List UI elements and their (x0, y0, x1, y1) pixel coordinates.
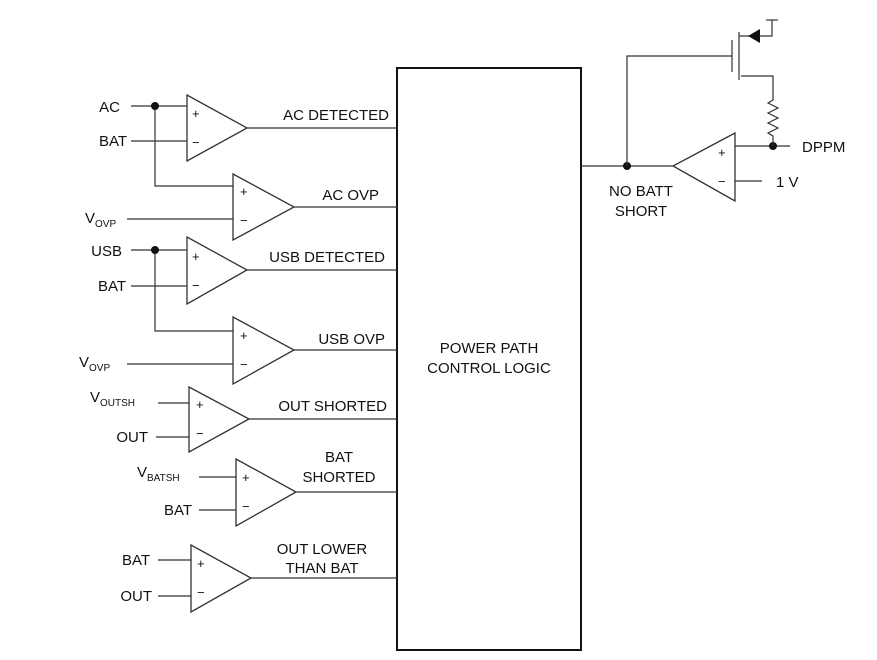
comparator-out-shorted-symbol (188, 385, 251, 454)
comparator-out-lower-than-bat: + − BAT OUT OUT LOWER THAN BAT (120, 541, 397, 614)
comparator-bat-shorted: + − VBATSH BAT BAT SHORTED (137, 449, 397, 528)
label-bat-input: BAT (98, 278, 126, 295)
plus-sign: + (240, 184, 248, 199)
minus-sign: − (192, 278, 200, 293)
comparator-bat-shorted-symbol (235, 457, 298, 528)
label-no-batt-short-line2: SHORT (615, 203, 667, 220)
plus-sign: + (192, 249, 200, 264)
label-usb-ovp-output: USB OVP (318, 331, 385, 348)
label-bat-shorted-output-line1: BAT (325, 449, 353, 466)
plus-sign: + (242, 470, 250, 485)
comparator-ac-ovp: + − VOVP AC OVP (85, 172, 397, 242)
label-bat-input: BAT (99, 133, 127, 150)
minus-sign: − (196, 426, 204, 441)
label-vbatsh-input: VBATSH (137, 464, 180, 484)
comparator-usb-detected: + − USB BAT USB DETECTED (91, 235, 397, 332)
wire-gate-drive (626, 55, 732, 166)
label-out-shorted-output: OUT SHORTED (278, 398, 387, 415)
label-out-input: OUT (116, 429, 148, 446)
comparator-ac-detected-symbol (186, 93, 249, 163)
label-usb-input: USB (91, 243, 122, 260)
comparator-usb-detected-symbol (186, 235, 249, 306)
minus-sign: − (197, 585, 205, 600)
label-ac-ovp-output: AC OVP (322, 187, 379, 204)
label-out-lower-output-line2: THAN BAT (285, 560, 358, 577)
dppm-section: + − NO BATT SHORT DPPM 1 V (581, 19, 845, 220)
label-bat-shorted-output-line2: SHORTED (302, 469, 375, 486)
plus-sign: + (240, 328, 248, 343)
minus-sign: − (242, 499, 250, 514)
plus-sign: + (718, 145, 726, 160)
junction-dot (151, 102, 159, 110)
plus-sign: + (197, 556, 205, 571)
label-usb-detected-output: USB DETECTED (269, 249, 385, 266)
comparator-out-shorted: + − VOUTSH OUT OUT SHORTED (90, 385, 397, 454)
logic-block-label-line2: CONTROL LOGIC (427, 360, 551, 377)
comparator-out-lower-than-bat-symbol (190, 543, 253, 614)
label-out-input: OUT (120, 588, 152, 605)
label-vovp-input: VOVP (85, 210, 116, 230)
plus-sign: + (192, 106, 200, 121)
logic-block-label-line1: POWER PATH (440, 340, 539, 357)
power-path-control-logic-block (396, 67, 582, 651)
comparator-ac-ovp-symbol (232, 172, 296, 242)
mosfet-arrow-icon (748, 29, 760, 43)
label-bat-input: BAT (122, 552, 150, 569)
minus-sign: − (718, 174, 726, 189)
comparator-dppm-symbol (671, 131, 736, 203)
comparator-ac-detected: + − AC BAT AC DETECTED (99, 93, 397, 187)
label-ac-detected-output: AC DETECTED (283, 107, 389, 124)
comparator-usb-ovp: + − VOVP USB OVP (79, 315, 397, 386)
junction-dot (151, 246, 159, 254)
label-bat-input: BAT (164, 502, 192, 519)
minus-sign: − (240, 213, 248, 228)
plus-sign: + (196, 397, 204, 412)
minus-sign: − (192, 135, 200, 150)
label-dppm: DPPM (802, 139, 845, 156)
label-1v-reference: 1 V (776, 174, 799, 191)
label-no-batt-short-line1: NO BATT (609, 183, 673, 200)
comparator-usb-ovp-symbol (232, 315, 296, 386)
label-voutsh-input: VOUTSH (90, 389, 135, 409)
label-vovp-input: VOVP (79, 354, 110, 374)
label-ac-input: AC (99, 99, 120, 116)
minus-sign: − (240, 357, 248, 372)
resistor-symbol (741, 75, 780, 146)
label-out-lower-output-line1: OUT LOWER (277, 541, 368, 558)
